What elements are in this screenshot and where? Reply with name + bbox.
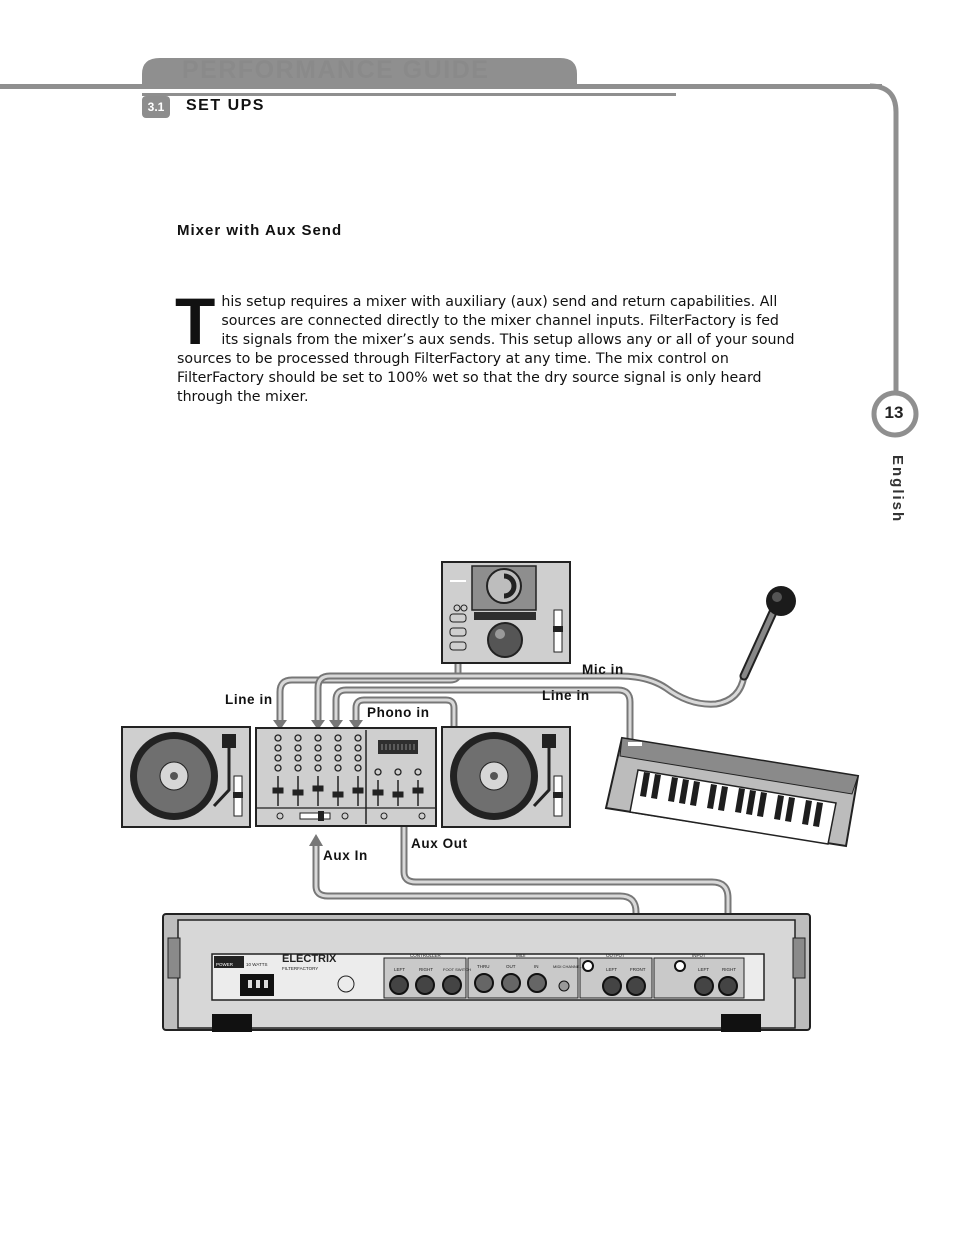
rack-input-right: RIGHT — [722, 967, 736, 972]
cd-player — [441, 561, 571, 664]
cable-aux-in-inner — [314, 844, 638, 960]
section-number-badge: 3.1 — [142, 96, 170, 118]
label-mic-in: Mic in — [582, 662, 624, 677]
arrow-phono-in — [349, 720, 363, 730]
mixer-faders — [272, 776, 364, 806]
rack-midi-thru: THRU — [477, 964, 490, 969]
mixer-channel-knobs — [274, 734, 362, 772]
section-rule — [142, 93, 676, 96]
rack-midi-out: OUT — [506, 964, 516, 969]
cable-phono-in-inner — [354, 698, 456, 730]
section-title: SET UPS — [186, 97, 265, 114]
rack-midi-ports — [474, 973, 547, 993]
rack-controller-left: LEFT — [394, 967, 405, 972]
label-aux-out: Aux Out — [411, 836, 468, 851]
drop-cap: T — [175, 284, 216, 358]
turntable-right — [441, 726, 571, 828]
rack-output-front: FRONT — [630, 967, 646, 972]
cable-mic-in-inner — [316, 674, 746, 724]
rack-jacks — [389, 975, 738, 996]
rack-brand: ELECTRIX — [282, 953, 337, 965]
label-phono-in: Phono in — [367, 705, 430, 720]
cable-aux-out-inner — [402, 824, 730, 958]
article-subheading: Mixer with Aux Send — [177, 222, 343, 239]
rack-midi-channel: MIDI CHANNEL — [553, 964, 582, 969]
header-tab — [142, 58, 577, 88]
turntable-left — [121, 726, 251, 828]
mixer — [255, 727, 437, 827]
arrow-mic-in — [311, 720, 325, 730]
rack-controller-label: CONTROLLER — [410, 953, 442, 958]
label-line-in-left: Line in — [225, 692, 273, 707]
microphone — [739, 586, 796, 681]
cable-line-in-keys-inner — [334, 688, 632, 744]
rack-output-left: LEFT — [606, 967, 617, 972]
rack-power-label: POWER — [216, 962, 234, 967]
label-aux-in: Aux In — [323, 848, 368, 863]
arrow-aux-in — [309, 834, 323, 846]
rack-foot-switch: FOOT SWITCH — [443, 967, 471, 972]
rack-input-left: LEFT — [698, 967, 709, 972]
rack-midi-label: MIDI — [516, 953, 526, 958]
rack-watts-label: 10 WATTS — [246, 962, 268, 967]
rack-output-label: OUTPUT — [606, 953, 625, 958]
page-number: 13 — [884, 403, 904, 422]
guide-title: PERFORMANCE GUIDE — [182, 56, 490, 84]
keyboard — [604, 736, 860, 848]
article-body-text: his setup requires a mixer with auxiliar… — [177, 294, 795, 405]
header-rule — [0, 84, 882, 89]
right-rail — [869, 83, 899, 395]
rack-input-label: INPUT — [692, 953, 706, 958]
arrow-line-in-cd — [273, 720, 287, 730]
arrow-line-in-keys — [329, 720, 343, 730]
page-number-circle — [871, 390, 919, 438]
rack-midi-in: IN — [534, 964, 539, 969]
rack-controller-right: RIGHT — [419, 967, 433, 972]
label-line-in-right: Line in — [542, 688, 590, 703]
rack-product: FILTERFACTORY — [282, 966, 318, 971]
keyboard-black-keys — [640, 772, 823, 827]
cables — [276, 660, 748, 962]
filterfactory-rack: ELECTRIX FILTERFACTORY POWER 10 WATTS CO… — [162, 913, 811, 1032]
